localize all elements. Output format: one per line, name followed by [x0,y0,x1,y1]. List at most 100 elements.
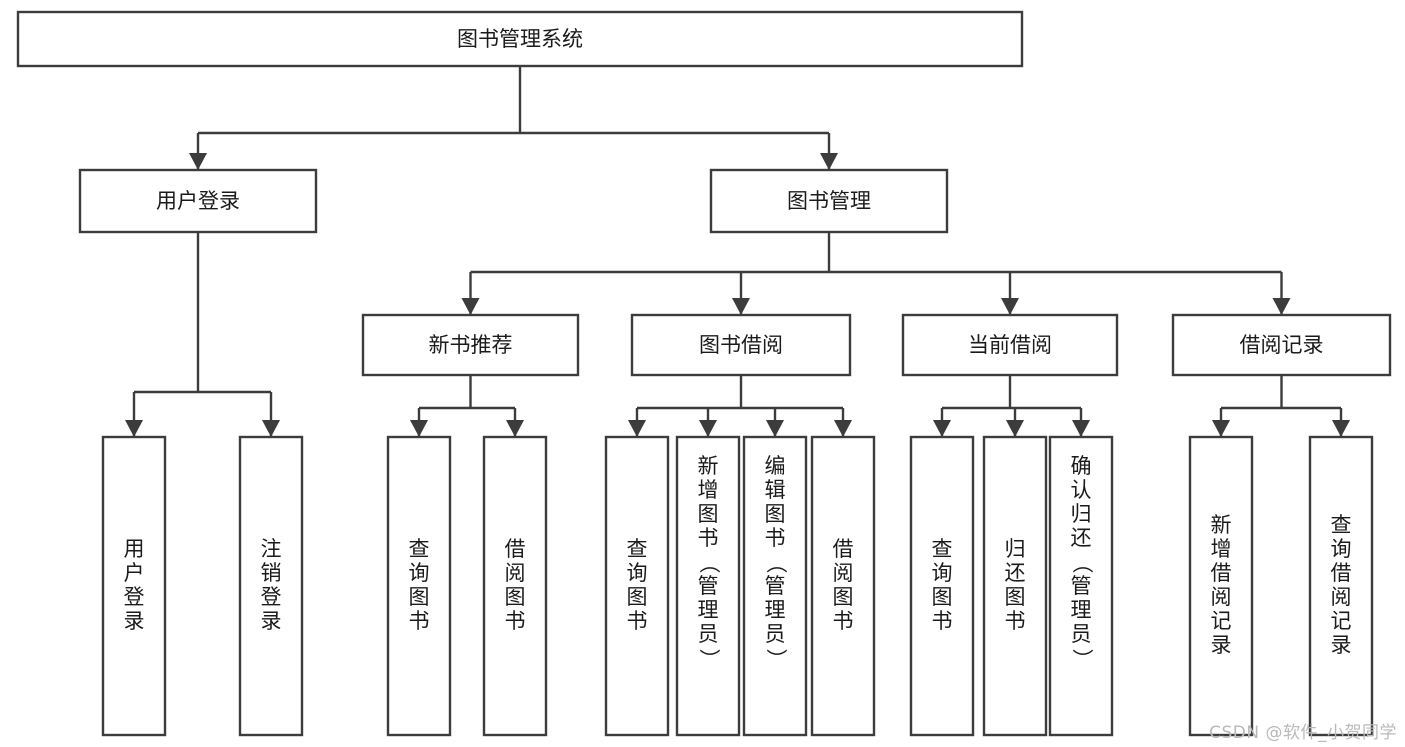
node-label-char: ） [1070,649,1094,670]
node-label-char: 员 [698,622,719,646]
node-label-char: 书 [932,609,953,633]
node-rect [101,435,167,737]
node-rect [982,435,1048,737]
arrow-head-icon [699,420,717,437]
node-label-char: （ [1070,553,1094,574]
watermark-text: CSDN @软件_小贺同学 [1209,723,1397,743]
node-label-char: （ [697,553,721,574]
node-label-char: 理 [698,598,719,622]
node-label-char: 管 [698,574,719,598]
node-label-char: 书 [765,526,786,550]
node-label-char: 归 [1071,502,1092,526]
node-label-char: 增 [698,478,719,502]
arrow-head-icon [628,420,646,437]
node-label-char: 书 [505,609,526,633]
node-rect [1171,313,1392,377]
level2-node-4[interactable]: 借阅记录 [1171,313,1392,377]
node-rect [1048,435,1114,737]
node-label-char: 图 [627,585,648,609]
level2-node-3[interactable]: 当前借阅 [901,313,1119,377]
node-label-char: （ [764,553,788,574]
node-label-char: 书 [833,609,854,633]
level2-node-2[interactable]: 图书借阅 [630,313,852,377]
node-label-char: 注 [261,537,282,561]
node-label-char: 户 [124,561,145,585]
arrow-head-icon [189,153,207,170]
node-label-char: 借 [1211,561,1232,585]
node-label-char: 认 [1071,478,1092,502]
arrow-head-icon [732,298,750,315]
node-label-char: 销 [261,561,282,585]
level2-node-1[interactable]: 新书推荐 [361,313,580,377]
arrow-head-icon [506,420,524,437]
root-node-book-management-system[interactable]: 图书管理系统 [16,10,1024,68]
node-label-char: 图 [1005,585,1026,609]
node-label-char: 辑 [765,478,786,502]
node-label-char: 阅 [1331,585,1352,609]
node-rect [238,435,304,737]
node-label-char: 员 [1071,622,1092,646]
node-label-char: 用 [124,537,145,561]
node-label-char: 录 [1331,633,1352,657]
connector-lines [125,66,1350,437]
node-label-char: 记 [1331,609,1352,633]
node-label-char: 阅 [505,561,526,585]
arrow-head-icon [834,420,852,437]
node-rect [810,435,876,737]
level1-node-1[interactable]: 用户登录 [78,168,318,234]
arrow-head-icon [766,420,784,437]
node-label-char: 借 [833,537,854,561]
node-label-char: 阅 [833,561,854,585]
node-rect [361,313,580,377]
node-label: 图书借阅 [699,333,783,357]
node-label-char: 查 [932,537,953,561]
node-label-char: 图 [765,502,786,526]
node-label-char: 还 [1005,561,1026,585]
node-label: 图书管理系统 [457,27,583,51]
node-label-char: 登 [261,585,282,609]
arrow-head-icon [820,153,838,170]
arrow-head-icon [461,298,480,315]
arrow-head-icon [1001,298,1019,315]
node-label-char: 确 [1071,454,1092,478]
node-label-char: ） [764,649,788,670]
node-rect [709,168,949,234]
node-label-char: 录 [261,609,282,633]
node-rect [1308,435,1374,737]
node-label-char: 图 [833,585,854,609]
node-rect [16,10,1024,68]
arrow-head-icon [1072,420,1090,437]
node-label-char: 新 [1211,513,1232,537]
node-rect [482,435,548,737]
node-rect [78,168,318,234]
arrow-head-icon [1006,420,1024,437]
node-label-char: 员 [765,622,786,646]
leaf-node-1[interactable]: 用户登录 [101,435,167,737]
level1-node-2[interactable]: 图书管理 [709,168,949,234]
node-label-char: 询 [932,561,953,585]
node-label-char: 借 [1331,561,1352,585]
node-label-char: 借 [505,537,526,561]
node-label-char: ） [697,649,721,670]
